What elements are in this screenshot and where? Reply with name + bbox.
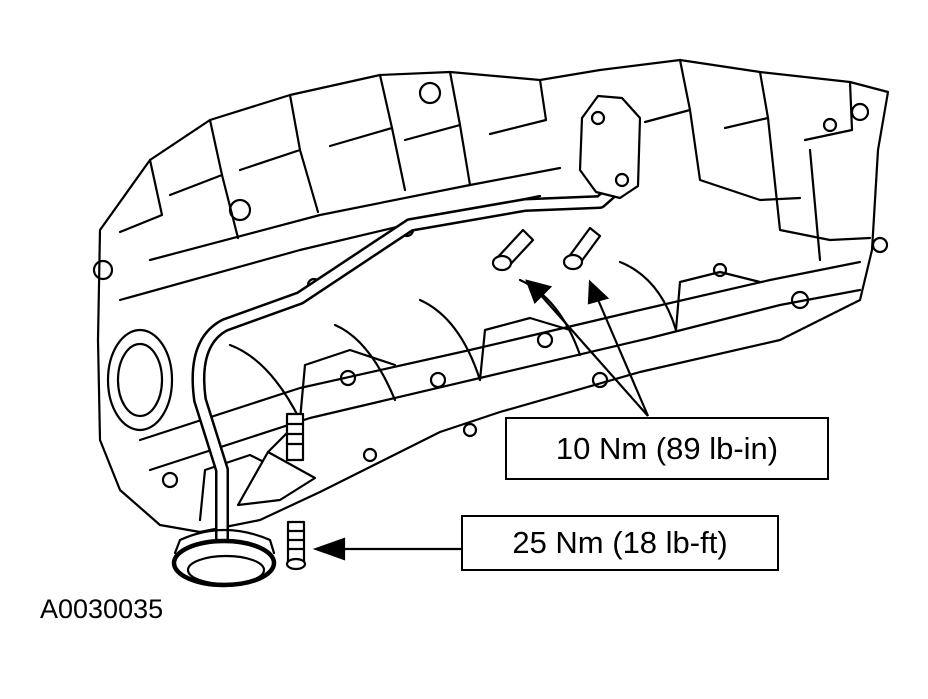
- torque-callout-10nm: 10 Nm (89 lb-in): [505, 417, 829, 480]
- oil-pump-screen: [171, 528, 277, 588]
- support-bolt-lower: [285, 520, 307, 571]
- figure-id-label: A0030035: [40, 594, 164, 624]
- support-bolt-upper: [285, 412, 305, 462]
- block-bolt-bosses: [92, 81, 889, 489]
- arrowhead-flange-bolt-right: [587, 279, 610, 305]
- arrowhead-flange-bolt-left: [525, 279, 553, 304]
- leader-line-flange-bolt-left: [537, 291, 649, 417]
- pickup-flange: [578, 94, 642, 200]
- torque-callout-25nm: 25 Nm (18 lb-ft): [461, 515, 779, 571]
- leader-line-flange-bolt-right: [594, 294, 650, 417]
- flange-bolt-left: [491, 228, 535, 272]
- arrowhead-support-bolt: [312, 537, 346, 561]
- callout-leaders: [312, 279, 650, 561]
- flange-bolt-right: [562, 226, 602, 271]
